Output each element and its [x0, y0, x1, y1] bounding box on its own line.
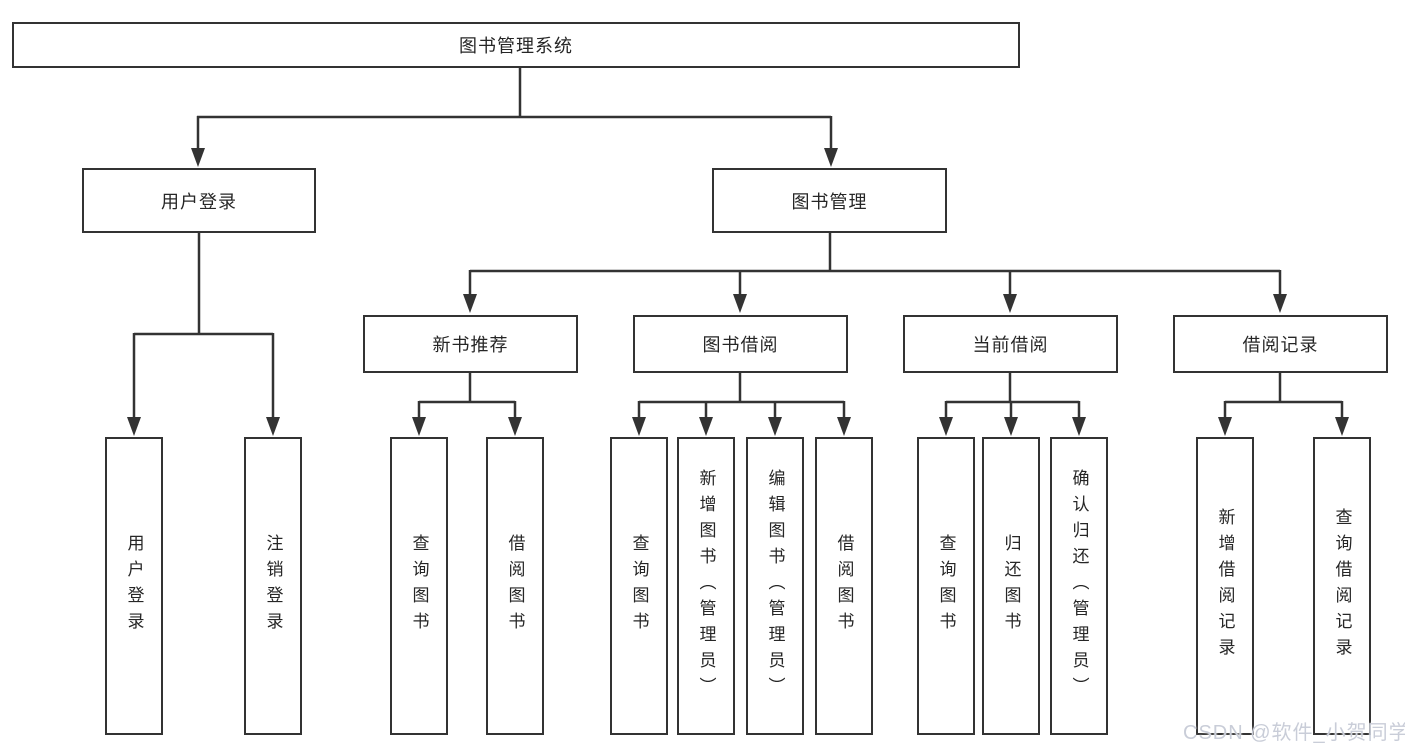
leaf-query-books-current: 查询图书: [917, 437, 975, 735]
arrow-icon: [127, 417, 141, 436]
arrowheads: [127, 148, 1349, 436]
arrow-icon: [733, 294, 747, 313]
leaf-confirm-return-admin: 确认归还（管理员）: [1050, 437, 1108, 735]
arrow-icon: [266, 417, 280, 436]
leaf-query-borrow-record: 查询借阅记录: [1313, 437, 1371, 735]
node-user-login: 用户登录: [82, 168, 316, 233]
node-book-management: 图书管理: [712, 168, 947, 233]
arrow-icon: [1218, 417, 1232, 436]
node-current-borrowing: 当前借阅: [903, 315, 1118, 373]
connector-login-to-leaves: [132, 233, 275, 421]
leaf-query-books-recommend: 查询图书: [390, 437, 448, 735]
leaf-borrow-books: 借阅图书: [815, 437, 873, 735]
arrow-icon: [632, 417, 646, 436]
leaf-user-login: 用户登录: [105, 437, 163, 735]
connector-borrow-to-leaves: [637, 373, 846, 421]
leaf-logout: 注销登录: [244, 437, 302, 735]
leaf-add-borrow-record: 新增借阅记录: [1196, 437, 1254, 735]
leaf-borrow-books-recommend: 借阅图书: [486, 437, 544, 735]
arrow-icon: [699, 417, 713, 436]
leaf-query-books-borrow: 查询图书: [610, 437, 668, 735]
connector-records-to-leaves: [1223, 373, 1344, 421]
arrow-icon: [191, 148, 205, 167]
arrow-icon: [463, 294, 477, 313]
arrow-icon: [412, 417, 426, 436]
node-borrowing-records: 借阅记录: [1173, 315, 1388, 373]
csdn-watermark: CSDN @软件_小贺同学: [1183, 722, 1405, 744]
arrow-icon: [824, 148, 838, 167]
node-book-borrowing: 图书借阅: [633, 315, 848, 373]
arrow-icon: [1003, 294, 1017, 313]
arrow-icon: [939, 417, 953, 436]
node-new-book-recommendation: 新书推荐: [363, 315, 578, 373]
arrow-icon: [837, 417, 851, 436]
arrow-icon: [1335, 417, 1349, 436]
node-root-system: 图书管理系统: [12, 22, 1020, 68]
arrow-icon: [508, 417, 522, 436]
arrow-icon: [768, 417, 782, 436]
connector-recommend-to-leaves: [417, 373, 517, 421]
leaf-add-books-admin: 新增图书（管理员）: [677, 437, 735, 735]
arrow-icon: [1004, 417, 1018, 436]
arrow-icon: [1072, 417, 1086, 436]
connector-root-to-level2: [196, 68, 833, 152]
leaf-edit-books-admin: 编辑图书（管理员）: [746, 437, 804, 735]
connector-current-to-leaves: [944, 373, 1081, 421]
leaf-return-books: 归还图书: [982, 437, 1040, 735]
connector-mgmt-to-level3: [468, 233, 1282, 298]
arrow-icon: [1273, 294, 1287, 313]
